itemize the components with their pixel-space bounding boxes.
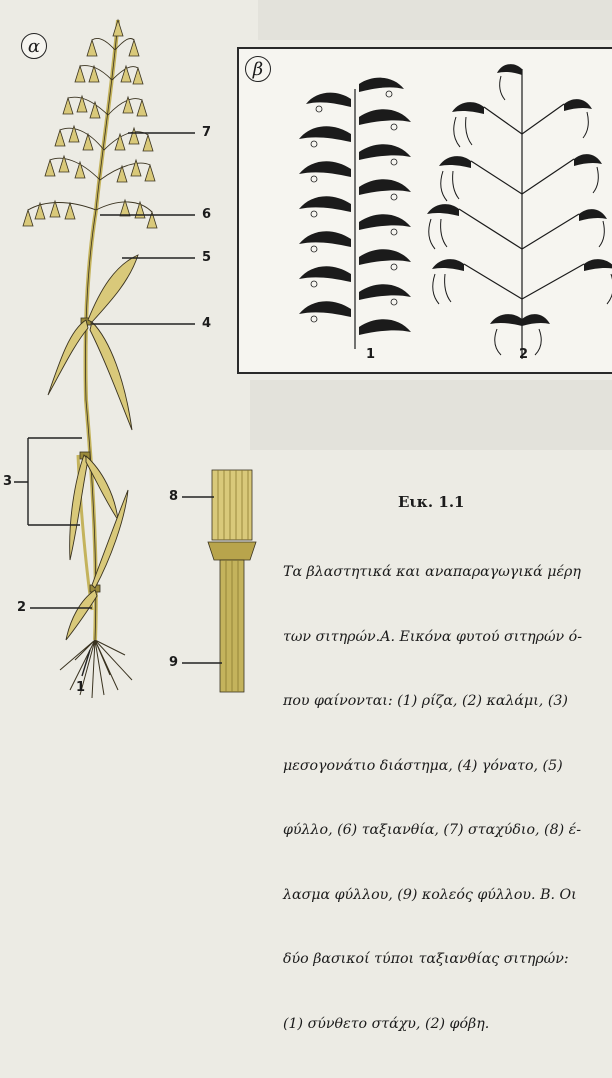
callout-3: 3 — [3, 474, 12, 489]
caption-line: δύο βασικοί τύποι ταξιανθίας σιτηρών: — [283, 949, 612, 971]
inflorescence-type-2-label: 2 — [519, 347, 528, 362]
caption-line: Τα βλαστητικά και αναπαραγωγικά μέρη — [283, 562, 612, 584]
textbook-figure: α — [0, 0, 612, 702]
inflorescence-types-drawing — [239, 49, 612, 372]
callout-7: 7 — [202, 125, 211, 140]
figure-caption: Τα βλαστητικά και αναπαραγωγικά μέρη των… — [283, 519, 612, 1078]
callout-5: 5 — [202, 250, 211, 265]
caption-line: μεσογονάτιο διάστημα, (4) γόνατο, (5) — [283, 756, 612, 778]
caption-line: των σιτηρών.Α. Εικόνα φυτού σιτηρών ό- — [283, 627, 612, 649]
panel-b-box: β 1 2 — [237, 47, 612, 374]
inflorescence-type-1-label: 1 — [366, 347, 375, 362]
callout-1: 1 — [76, 680, 85, 695]
caption-line: λασμα φύλλου, (9) κολεός φύλλου. Β. Οι — [283, 885, 612, 907]
callout-4: 4 — [202, 316, 211, 331]
callout-9: 9 — [169, 655, 178, 670]
callout-8: 8 — [169, 489, 178, 504]
figure-title: Εικ. 1.1 — [398, 493, 464, 511]
panel-b-label: β — [245, 56, 271, 82]
callout-2: 2 — [17, 600, 26, 615]
caption-line: φύλλο, (6) ταξιανθία, (7) σταχύδιο, (8) … — [283, 820, 612, 842]
caption-line: (1) σύνθετο στάχυ, (2) φόβη. — [283, 1014, 612, 1036]
callout-6: 6 — [202, 207, 211, 222]
